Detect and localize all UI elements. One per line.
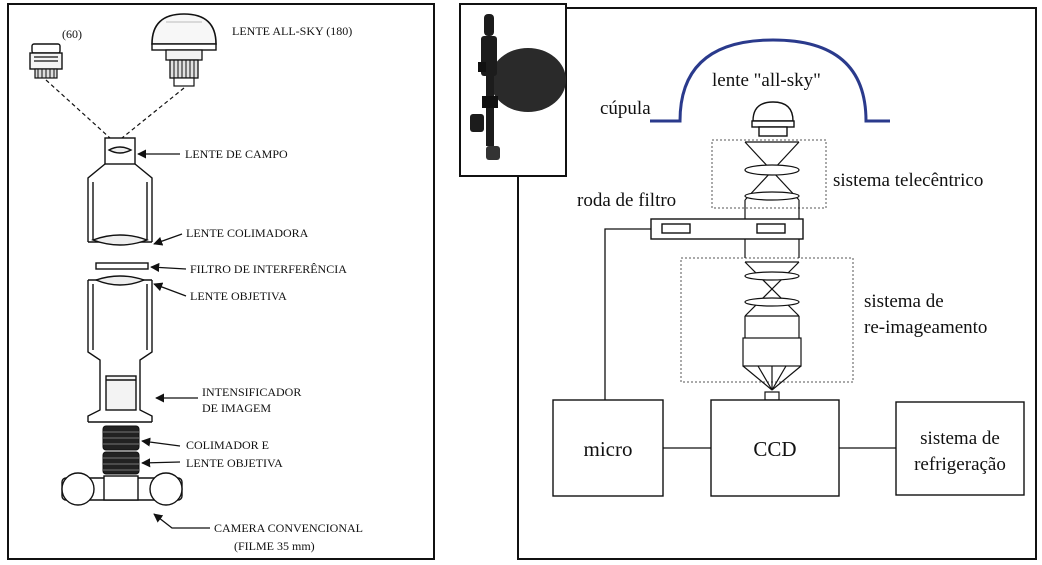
reimaging-optics [742, 239, 802, 401]
dome-arc [650, 38, 890, 123]
label-reimaging-1: sistema de [864, 291, 944, 312]
label-collimator-objective-2: LENTE OBJETIVA [186, 456, 283, 470]
label-objective-lens: LENTE OBJETIVA [190, 289, 287, 303]
allsky-lens-icon [151, 13, 217, 87]
left-panel-frame [7, 3, 435, 560]
label-intensifier-1: INTENSIFICADOR [202, 385, 301, 399]
label-collimator-lens: LENTE COLIMADORA [186, 226, 309, 240]
label-dome: cúpula [600, 98, 651, 119]
lens-60-icon [29, 43, 63, 79]
label-cooling-2: refrigeração [914, 454, 1006, 475]
label-telecentric: sistema telecêntrico [833, 170, 983, 191]
label-collimator-objective-1: COLIMADOR E [186, 438, 269, 452]
micro-box [552, 399, 664, 497]
label-allsky-lens-right: lente "all-sky" [712, 70, 821, 91]
connection-lines [604, 228, 896, 449]
left-label-arrows [137, 149, 210, 529]
label-filter-wheel: roda de filtro [577, 190, 676, 211]
optical-tube [87, 137, 153, 423]
right-panel-frame [517, 7, 1037, 560]
label-micro: micro [584, 437, 633, 461]
telecentric-box [711, 139, 827, 209]
collimator-objective-rings [102, 425, 140, 475]
left-labels: (60) LENTE ALL-SKY (180) LENTE DE CAMPO … [62, 24, 363, 553]
label-ccd: CCD [753, 437, 796, 461]
light-rays [45, 79, 185, 139]
label-allsky-lens: LENTE ALL-SKY (180) [232, 24, 352, 38]
label-intensifier-2: DE IMAGEM [202, 401, 271, 415]
left-panel: (60) LENTE ALL-SKY (180) LENTE DE CAMPO … [7, 3, 435, 560]
ccd-box [710, 399, 840, 497]
label-camera-1: CAMERA CONVENCIONAL [214, 521, 363, 535]
camera-icon [61, 472, 183, 506]
label-cooling-1: sistema de [920, 428, 1000, 449]
telecentric-optics [744, 141, 800, 220]
allsky-lens-schematic [751, 101, 795, 137]
right-panel: cúpula lente "all-sky" sistema telecêntr… [459, 3, 1037, 560]
label-lens-60: (60) [62, 27, 82, 41]
label-interference-filter: FILTRO DE INTERFERÊNCIA [190, 262, 347, 276]
label-reimaging-2: re-imageamento [864, 317, 987, 338]
right-labels: cúpula lente "all-sky" sistema telecêntr… [577, 70, 1006, 475]
filter-wheel [650, 218, 804, 240]
instrument-photo [459, 3, 567, 177]
label-field-lens: LENTE DE CAMPO [185, 147, 288, 161]
label-camera-2: (FILME 35 mm) [234, 539, 315, 553]
